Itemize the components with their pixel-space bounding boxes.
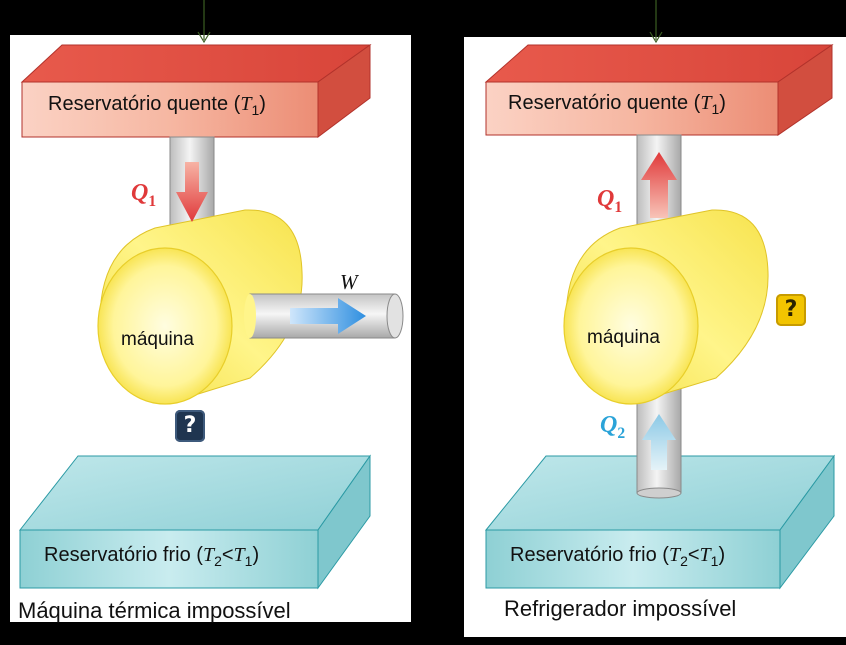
- right-q1-letter: Q: [597, 186, 615, 212]
- right-question-badge: ?: [776, 294, 806, 326]
- left-q1-sub: 1: [148, 192, 157, 210]
- left-caption: Máquina térmica impossível: [18, 598, 291, 623]
- left-cold-label-text: Reservatório frio: [44, 544, 191, 566]
- right-cold-t2-sub: 2: [680, 553, 688, 569]
- left-q1-arrow: [176, 162, 208, 222]
- left-q1-letter: Q: [131, 180, 149, 206]
- left-work-pipe: [244, 293, 404, 339]
- right-cold-t1: T: [699, 544, 711, 566]
- right-q1-arrow: [641, 152, 677, 218]
- right-q2-sub: 2: [617, 424, 626, 442]
- left-cold-t1: T: [233, 544, 245, 566]
- right-cold-label-text: Reservatório frio: [510, 544, 657, 566]
- left-cold-reservoir-label: Reservatório frio (T2<T1): [44, 544, 260, 569]
- left-cold-t2-sub: 2: [214, 553, 222, 569]
- left-question-badge: ?: [175, 410, 205, 442]
- left-cold-lt: <: [221, 544, 234, 566]
- right-hot-t-sub: 1: [711, 101, 720, 117]
- right-caption: Refrigerador impossível: [504, 596, 737, 621]
- left-input-arrow: [197, 0, 211, 44]
- right-input-arrow: [649, 0, 663, 44]
- left-work-arrow: [290, 298, 366, 334]
- right-hot-reservoir: [484, 44, 834, 136]
- left-engine-label: máquina: [121, 329, 194, 350]
- right-q2-label: Q2: [600, 412, 625, 443]
- right-cold-t2: T: [668, 544, 681, 566]
- right-engine-label: máquina: [587, 327, 660, 348]
- right-q1-sub: 1: [614, 198, 623, 216]
- right-q2-arrow: [642, 414, 676, 470]
- left-hot-reservoir: [20, 44, 372, 138]
- right-engine-cylinder: [563, 209, 769, 405]
- right-q2-letter: Q: [600, 412, 618, 438]
- left-cold-t1-sub: 1: [244, 553, 253, 569]
- left-hot-reservoir-label: Reservatório quente (T1): [48, 93, 266, 118]
- left-hot-t-sub: 1: [251, 102, 260, 118]
- right-hot-reservoir-label: Reservatório quente (T1): [508, 92, 726, 117]
- right-cold-lt: <: [687, 544, 700, 566]
- right-cold-t1-sub: 1: [710, 553, 719, 569]
- right-hot-label-text: Reservatório quente: [508, 92, 689, 114]
- left-hot-t-symbol: T: [240, 93, 252, 115]
- right-cold-reservoir-label: Reservatório frio (T2<T1): [510, 544, 726, 569]
- right-hot-t-symbol: T: [700, 92, 712, 114]
- left-hot-label-text: Reservatório quente: [48, 93, 229, 115]
- left-q1-label: Q1: [131, 180, 156, 211]
- left-cold-reservoir: [18, 454, 371, 590]
- left-engine-cylinder: [97, 209, 303, 405]
- left-work-label: W: [340, 270, 358, 294]
- right-q1-label: Q1: [597, 186, 622, 217]
- left-cold-t2: T: [202, 544, 215, 566]
